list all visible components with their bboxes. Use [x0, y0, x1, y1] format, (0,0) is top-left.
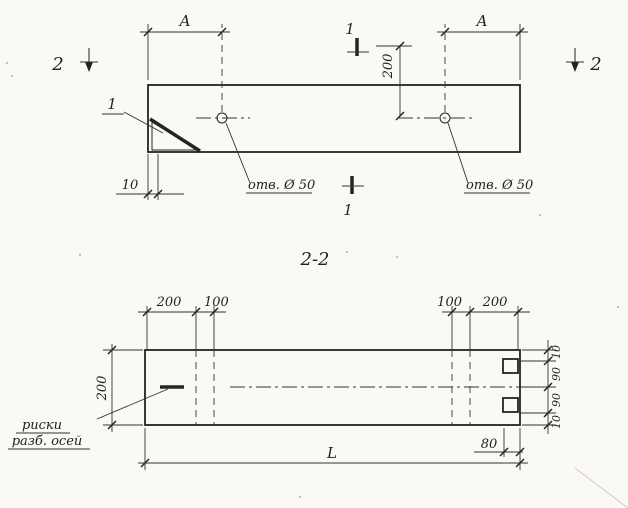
dim-tick [543, 345, 553, 355]
dim-tick [515, 458, 525, 468]
paper-speck [617, 306, 619, 308]
dim-tick [543, 356, 553, 366]
section1-label-bottom: 1 [343, 201, 353, 219]
hole-right [439, 112, 451, 124]
dim-tick [191, 307, 201, 317]
hole-left [216, 112, 228, 124]
dim-tick [107, 420, 117, 430]
dim-tick [217, 27, 227, 37]
leader-line [225, 122, 251, 184]
dim-label-90-upper: 90 [550, 367, 563, 381]
dim-label-10: 10 [122, 178, 139, 193]
dim-tick [143, 27, 153, 37]
dim-tick [153, 189, 163, 199]
hole-label-left: отв. Ø 50 [248, 178, 315, 193]
dim-label-a-right: A [475, 12, 488, 30]
section2-label-left: 2 [51, 54, 63, 75]
paper-speck [6, 62, 8, 64]
paper-speck [79, 254, 81, 256]
dim-tick [513, 307, 523, 317]
dim-label-height-200: 200 [95, 376, 110, 402]
hole-label-right: отв. Ø 50 [466, 178, 533, 193]
paper-crease [574, 467, 628, 508]
dim-tick [395, 41, 405, 51]
callout-leader-line [123, 111, 164, 134]
top-view: 1 A A 1 1 200 [51, 12, 601, 219]
section-view: 2-2 200 100 100 200 [8, 249, 563, 470]
beam-outline [147, 84, 521, 153]
dim-tick [447, 307, 457, 317]
section-title: 2-2 [300, 249, 330, 270]
dim-label-200-right: 200 [482, 295, 508, 310]
dim-tick [543, 408, 553, 418]
dim-tick [499, 447, 509, 457]
paper-speck [396, 256, 398, 258]
dim-label-200-left: 200 [156, 295, 182, 310]
section2-arrow-right [571, 62, 579, 72]
note-line1: риски [22, 418, 62, 433]
leader-line [447, 122, 469, 184]
dim-tick [543, 420, 553, 430]
paper-speck [299, 496, 301, 498]
dim-label-200: 200 [381, 54, 396, 80]
dim-tick [209, 307, 219, 317]
beam-outline [144, 349, 521, 426]
section2-label-right: 2 [589, 54, 601, 75]
dim-tick [395, 111, 405, 121]
embedded-part-upper [502, 358, 519, 374]
dim-tick [465, 307, 475, 317]
dim-tick [515, 27, 525, 37]
paper-speck [346, 251, 348, 253]
corner-detail-chamfer [149, 117, 201, 153]
dim-tick [107, 345, 117, 355]
dim-label-80: 80 [481, 437, 498, 452]
dim-label-a-left: A [178, 12, 191, 30]
note-leader-line [96, 388, 169, 420]
paper-speck [11, 75, 13, 77]
detail-callout-label: 1 [107, 95, 117, 113]
dim-label-90-lower: 90 [550, 393, 563, 407]
dim-tick [440, 27, 450, 37]
paper-artifacts [6, 62, 628, 508]
dim-label-100-left: 100 [204, 295, 229, 310]
dim-tick [142, 307, 152, 317]
section2-arrow-left [85, 62, 93, 72]
dim-label-100-right: 100 [437, 295, 462, 310]
embedded-part-lower [502, 397, 519, 413]
dim-tick [140, 458, 150, 468]
dim-tick [143, 189, 153, 199]
section1-label-top: 1 [345, 20, 355, 38]
dim-label-length: L [326, 444, 337, 462]
dim-tick [543, 382, 553, 392]
paper-speck [539, 214, 541, 216]
note-line2: разб. осей [12, 434, 83, 449]
dim-label-10-top: 10 [550, 345, 563, 359]
dim-label-10-bottom: 10 [550, 415, 563, 429]
